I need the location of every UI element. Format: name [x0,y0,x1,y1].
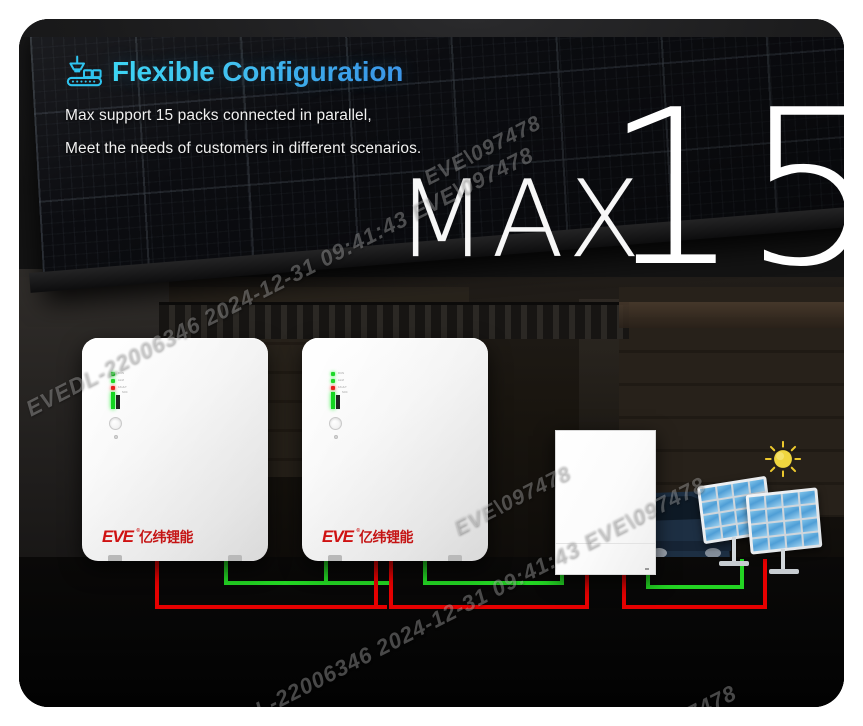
brand-tm-mark: ® [356,528,360,534]
cable-pv-positive-run [622,605,767,609]
battery-pack-2[interactable]: RUN ALM FAULT SOC EVE® 亿纬锂能 [302,338,488,561]
led-green-icon [111,378,115,383]
pack1-feet [82,555,268,561]
cable-pv-positive-drop [763,559,767,609]
pack1-reset-pinhole[interactable] [114,435,118,439]
solar-panel-right-cells [748,490,820,552]
pack2-led-cluster: RUN ALM FAULT [331,371,347,392]
brand-chinese-text: 亿纬锂能 [359,529,414,545]
cable-bus-positive-right [389,605,589,609]
card-header: Flexible Configuration Max support 15 pa… [65,55,421,164]
cable-pack1-positive-drop [155,559,159,609]
sun-icon [764,440,802,478]
product-feature-card: MAX 15 Flexible Configuration [19,19,844,707]
pack2-power-button[interactable] [329,417,342,430]
solar-panel-right-pole [781,549,785,571]
brand-tm-mark: ® [136,528,140,534]
pack2-soc-gauge: SOC [331,391,348,409]
soc-bar-filled [331,392,335,409]
cable-bus-negative-right [423,581,563,585]
wooden-beam [619,302,844,328]
pack1-led-cluster: RUN ALM FAULT [111,371,127,392]
roof-eave-slats [159,302,629,339]
solar-panel-left-pole [732,537,736,563]
pack2-feet [302,555,488,561]
inverter-status-led [645,568,649,570]
conveyor-production-line-icon [66,55,103,87]
hybrid-inverter[interactable] [555,430,656,575]
inverter-seam [556,543,655,544]
pack1-led-run: RUN [111,371,127,376]
hero-max-word: MAX [396,158,645,281]
battery-pack-1[interactable]: RUN ALM FAULT SOC EVE® 亿纬锂能 [82,338,268,561]
led-red-icon [111,385,115,390]
pack2-led-alm: ALM [331,378,347,383]
pack2-reset-pinhole[interactable] [334,435,338,439]
solar-panel-right-base [769,569,799,574]
pack1-brand-logo: EVE® 亿纬锂能 [102,527,194,547]
pack2-brand-logo: EVE® 亿纬锂能 [322,527,414,547]
pack1-led-alm: ALM [111,378,127,383]
solar-panel-right [745,487,823,555]
pack1-soc-gauge: SOC [111,391,128,409]
led-green-icon [111,371,115,376]
foot-right [448,555,462,561]
brand-chinese-text: 亿纬锂能 [139,529,194,545]
pack1-power-button[interactable] [109,417,122,430]
foot-left [328,555,342,561]
led-red-icon [331,385,335,390]
cable-bus-negative-left [224,581,389,585]
pack2-led-run: RUN [331,371,347,376]
cable-inverter-negative-in [560,571,564,585]
brand-eve-text: EVE® [322,527,360,546]
pack2-led-fault: FAULT [331,385,347,390]
title-row: Flexible Configuration [65,55,421,89]
cable-pv-negative-drop [740,559,744,589]
led-green-icon [331,378,335,383]
soc-bar-filled [111,392,115,409]
subtitle-line-2: Meet the needs of customers in different… [65,140,422,157]
cable-trunk-negative-drop [423,559,427,585]
cable-pv-negative-run [646,585,744,589]
cable-pack2-positive-drop [374,559,378,609]
solar-panel-left-base [719,561,749,566]
soc-bar-empty [116,395,120,409]
brand-eve-text: EVE® [102,527,140,546]
hero-max-number: 15 [604,63,844,314]
foot-left [108,555,122,561]
cable-trunk-positive-drop [389,559,393,609]
cable-inverter-positive-out [622,571,626,609]
cable-pack2-negative-drop [324,559,328,585]
subtitle-line-1: Max support 15 packs connected in parall… [65,107,372,124]
soc-bar-empty [336,395,340,409]
pack1-led-fault: FAULT [111,385,127,390]
cable-bus-positive-left [155,605,387,609]
garage-floor [19,557,844,707]
led-green-icon [331,371,335,376]
page-title: Flexible Configuration [112,56,404,87]
cable-pack1-negative-drop [224,559,228,585]
foot-right [228,555,242,561]
cable-inverter-positive-in [585,571,589,609]
cable-inverter-negative-out [646,571,650,585]
